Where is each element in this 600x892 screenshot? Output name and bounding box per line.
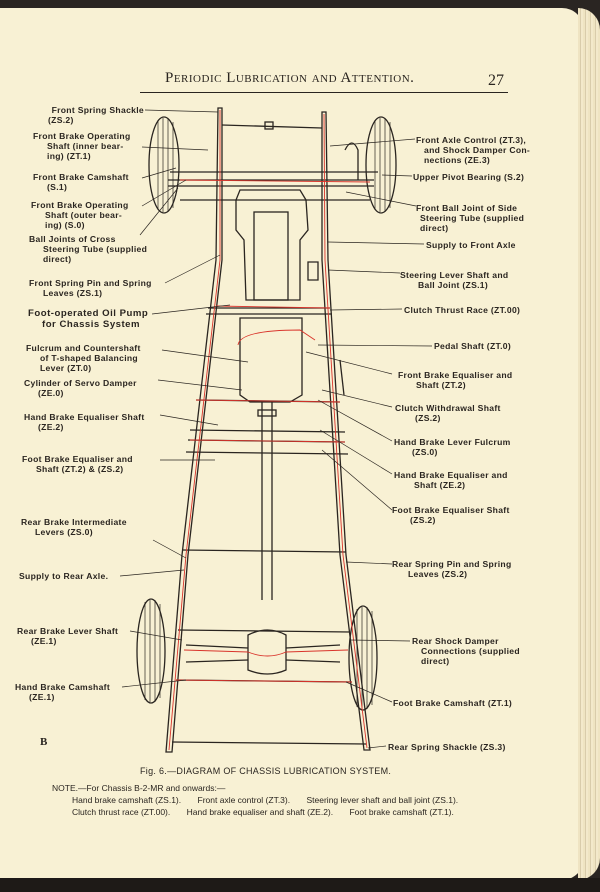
label-clutch-thrust-race: Clutch Thrust Race (ZT.00) [404, 305, 521, 315]
label-front-brake-camshaft: Front Brake Camshaft(S.1) [33, 172, 129, 192]
page-edges [578, 8, 600, 880]
gearbox [239, 317, 303, 403]
label-hand-brake-equaliser-shaft: Hand Brake Equaliser Shaft(ZE.2) [24, 412, 145, 432]
note-item: Hand brake camshaft (ZS.1). [72, 795, 182, 805]
note-row: Hand brake camshaft (ZS.1). Front axle c… [52, 794, 472, 806]
note-row: Clutch thrust race (ZT.00). Hand brake e… [52, 806, 472, 818]
label-clutch-withdrawal-shaft: Clutch Withdrawal Shaft(ZS.2) [395, 403, 501, 423]
label-pedal-shaft: Pedal Shaft (ZT.0) [434, 341, 512, 351]
section-letter: B [40, 736, 48, 748]
rear-right-wheel [348, 605, 378, 711]
oil-line-left [168, 110, 221, 751]
label-upper-pivot-bearing: Upper Pivot Bearing (S.2) [413, 172, 525, 182]
label-front-spring-shackle: Front Spring Shackle(ZS.2) [48, 105, 144, 125]
note-item: Clutch thrust race (ZT.00). [72, 807, 171, 817]
page-number: 27 [488, 72, 504, 89]
note-item: Hand brake equaliser and shaft (ZE.2). [186, 807, 334, 817]
note-intro: NOTE.—For Chassis B-2-MR and onwards:— [52, 783, 226, 793]
book-page [0, 8, 584, 880]
label-cylinder-servo-damper: Cylinder of Servo Damper(ZE.0) [24, 378, 137, 398]
label-foot-brake-equaliser-shaft: Foot Brake Equaliser Shaft(ZS.2) [392, 505, 510, 525]
front-right-wheel [365, 116, 397, 214]
header-title: Periodic Lubrication and Attention. [165, 70, 415, 86]
label-rear-brake-lever-shaft: Rear Brake Lever Shaft(ZE.1) [17, 626, 119, 646]
label-front-axle-control: Front Axle Control (ZT.3),and Shock Damp… [416, 135, 531, 165]
note-item: Steering lever shaft and ball joint (ZS.… [306, 795, 459, 805]
label-hand-brake-camshaft: Hand Brake Camshaft(ZE.1) [15, 682, 111, 702]
differential [247, 629, 287, 675]
book-cover-edge [0, 878, 600, 892]
rear-left-wheel [136, 598, 166, 704]
oil-line-right [323, 113, 368, 749]
front-left-wheel [148, 116, 180, 214]
header-rule [140, 92, 508, 93]
label-rear-spring-shackle: Rear Spring Shackle (ZS.3) [388, 742, 506, 752]
footnote: NOTE.—For Chassis B-2-MR and onwards:— H… [52, 782, 472, 818]
left-frame-rail [165, 107, 223, 753]
figure-caption: Fig. 6.—DIAGRAM OF CHASSIS LUBRICATION S… [140, 766, 392, 776]
note-item: Foot brake camshaft (ZT.1). [349, 807, 454, 817]
right-frame-rail [321, 111, 371, 751]
engine-block [235, 189, 309, 301]
note-item: Front axle control (ZT.3). [197, 795, 291, 805]
label-foot-brake-camshaft: Foot Brake Camshaft (ZT.1) [393, 698, 513, 708]
label-supply-front-axle: Supply to Front Axle [426, 240, 516, 250]
label-supply-rear-axle: Supply to Rear Axle. [19, 571, 109, 581]
label-hand-brake-lever-fulcrum: Hand Brake Lever Fulcrum(ZS.0) [394, 437, 511, 457]
